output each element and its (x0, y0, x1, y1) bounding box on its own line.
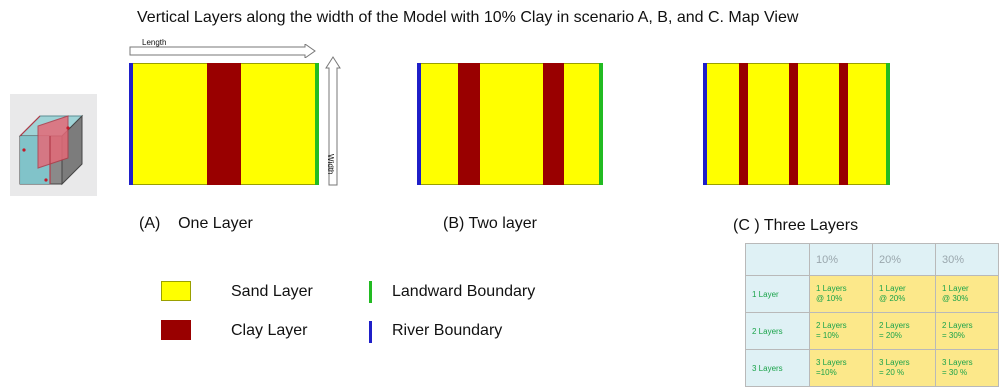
landward-boundary-line (886, 63, 890, 185)
cell-line: 2 Layers (816, 321, 847, 330)
scenario-a-map (129, 63, 319, 185)
cell-line: @ 30% (942, 294, 969, 303)
model-cube-icon (10, 94, 97, 196)
table-cell: 1 Layer@ 30% (935, 275, 999, 313)
cell-line: = 20 % (879, 368, 905, 377)
table-corner-cell (745, 243, 810, 276)
landward-legend-bar (369, 281, 372, 303)
cell-line: @ 10% (816, 294, 843, 303)
table-cell: 3 Layers= 20 % (872, 349, 936, 387)
cell-line: 2 Layers (942, 321, 973, 330)
table-row: 3 Layers 3 Layers=10% 3 Layers= 20 % 3 L… (745, 349, 999, 387)
clay-layer (739, 63, 748, 185)
scenario-b-map (417, 63, 603, 185)
cell-line: 1 Layers (816, 284, 847, 293)
river-boundary-line (703, 63, 707, 185)
scenario-c-map (703, 63, 890, 185)
width-label: Width (326, 154, 335, 175)
cell-line: = 30% (942, 331, 965, 340)
cell-line: =10% (816, 368, 837, 377)
scenario-table: 10% 20% 30% 1 Layer 1 Layers@ 10% 1 Laye… (745, 243, 999, 387)
cell-line: 1 Layer (942, 284, 969, 293)
river-boundary-line (129, 63, 133, 185)
sand-legend-label: Sand Layer (231, 283, 313, 300)
clay-swatch (161, 320, 191, 340)
landward-boundary-line (315, 63, 319, 185)
clay-layer (458, 63, 480, 185)
scenario-b-caption: (B) Two layer (443, 215, 537, 232)
table-cell: 2 Layers= 20% (872, 312, 936, 350)
sand-swatch (161, 281, 191, 301)
river-legend-label: River Boundary (392, 322, 503, 339)
table-header: 20% (872, 243, 936, 276)
river-legend-bar (369, 321, 372, 343)
cell-line: 2 Layers (879, 321, 910, 330)
table-row: 2 Layers 2 Layers= 10% 2 Layers= 20% 2 L… (745, 312, 999, 350)
row-label: 2 Layers (745, 312, 810, 350)
clay-legend-label: Clay Layer (231, 322, 308, 339)
length-arrow (129, 43, 317, 63)
table-cell: 1 Layers@ 10% (809, 275, 873, 313)
scenario-a-caption: (A) One Layer (139, 215, 253, 232)
scenario-c-caption: (C ) Three Layers (733, 217, 859, 234)
row-label: 1 Layer (745, 275, 810, 313)
landward-boundary-line (599, 63, 603, 185)
width-arrow (325, 56, 341, 191)
cell-line: = 10% (816, 331, 839, 340)
clay-layer (207, 63, 241, 185)
table-cell: 2 Layers= 10% (809, 312, 873, 350)
table-header: 10% (809, 243, 873, 276)
table-header: 30% (935, 243, 999, 276)
clay-layer (839, 63, 848, 185)
table-cell: 2 Layers= 30% (935, 312, 999, 350)
table-cell: 3 Layers= 30 % (935, 349, 999, 387)
landward-legend-label: Landward Boundary (392, 283, 536, 300)
row-label: 3 Layers (745, 349, 810, 387)
clay-layer (543, 63, 564, 185)
figure-title: Vertical Layers along the width of the M… (137, 9, 799, 26)
cell-line: @ 20% (879, 294, 906, 303)
length-label: Length (142, 38, 167, 47)
cell-line: 1 Layer (879, 284, 906, 293)
cell-line: 3 Layers (879, 358, 910, 367)
table-cell: 1 Layer@ 20% (872, 275, 936, 313)
table-cell: 3 Layers=10% (809, 349, 873, 387)
clay-layer (789, 63, 798, 185)
cell-line: 3 Layers (942, 358, 973, 367)
cell-line: = 20% (879, 331, 902, 340)
river-boundary-line (417, 63, 421, 185)
table-row: 1 Layer 1 Layers@ 10% 1 Layer@ 20% 1 Lay… (745, 275, 999, 313)
cell-line: 3 Layers (816, 358, 847, 367)
cell-line: = 30 % (942, 368, 968, 377)
